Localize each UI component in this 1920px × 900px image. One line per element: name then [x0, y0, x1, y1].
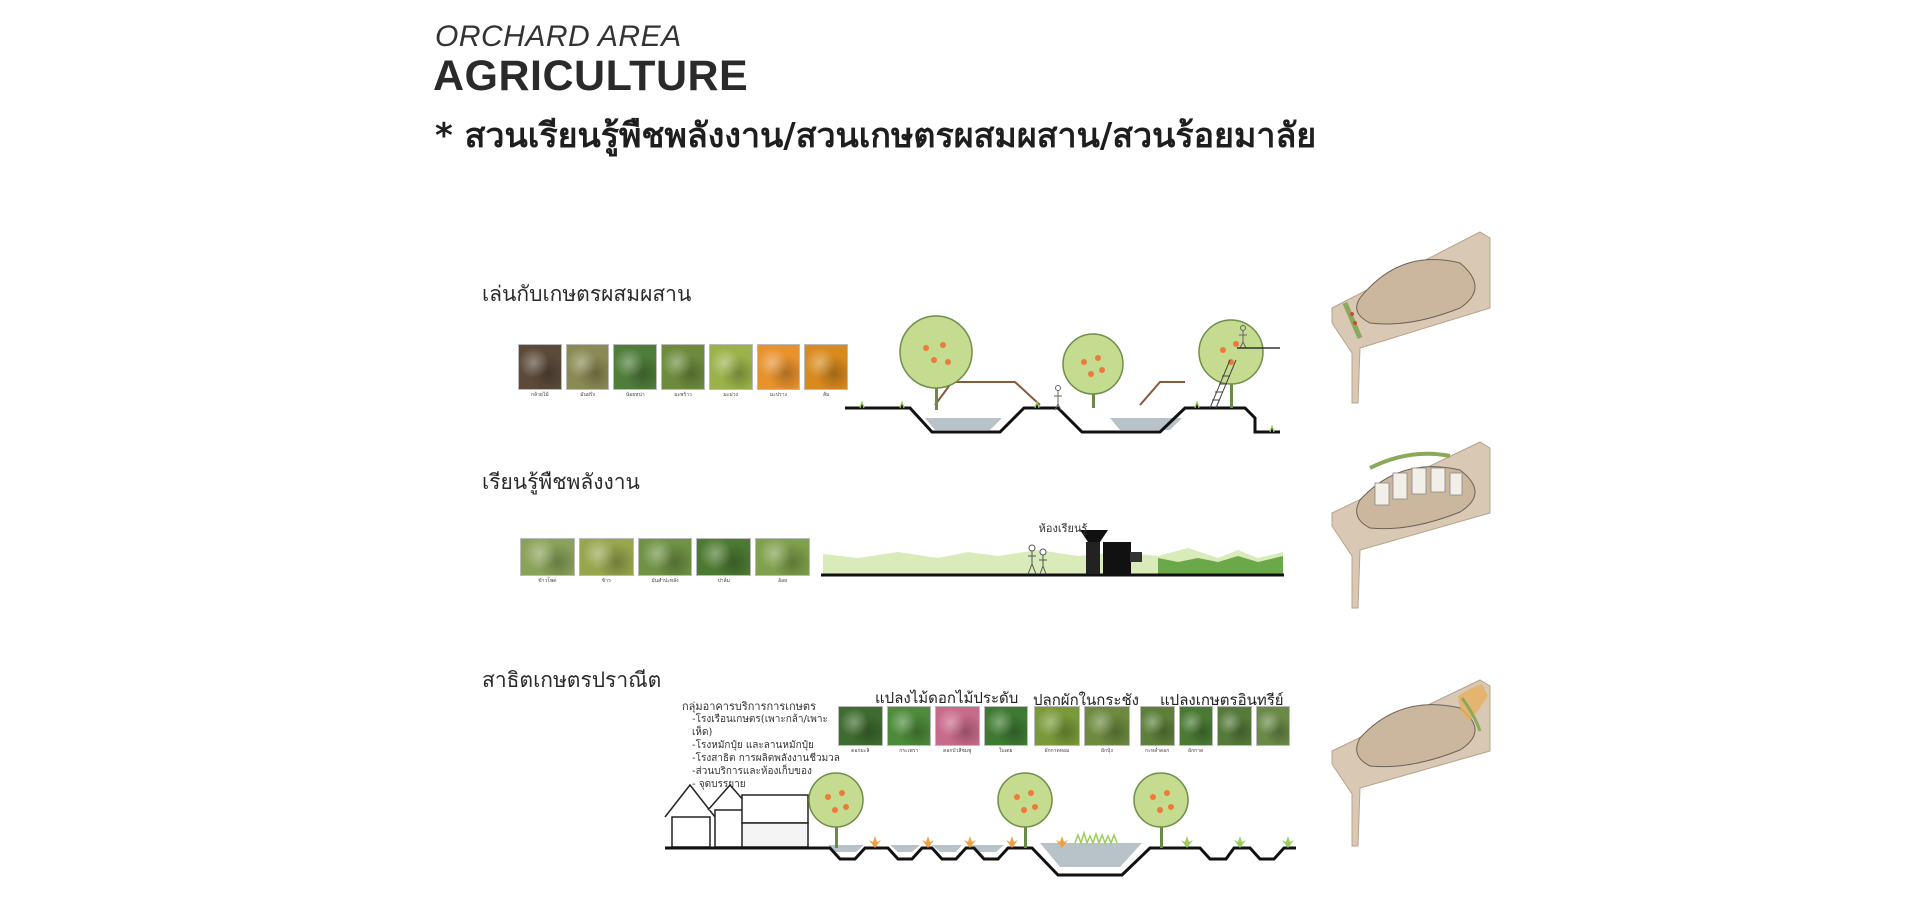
highlight-zone — [1369, 451, 1451, 470]
plant-photo — [1217, 706, 1252, 746]
highlight-zone — [1458, 684, 1488, 721]
vegetable-shrubs — [1181, 836, 1294, 848]
tree — [899, 315, 973, 410]
plant-photo: ผักกาดหอม — [1034, 706, 1080, 754]
grass-field-dark — [1158, 556, 1283, 574]
learning-room-label: ห้องเรียนรู้ — [1039, 522, 1088, 535]
cage-vegetable-photos: ผักกาดหอม ผักบุ้ง — [1034, 706, 1130, 754]
plant-caption: ดอกบัวสีชมพู — [943, 748, 972, 754]
plant-caption: ส้ม — [822, 392, 830, 398]
ditch-water — [828, 845, 1004, 852]
pond-water — [1040, 843, 1142, 867]
plant-caption: กะหล่ำดอก — [1145, 748, 1170, 754]
person-figure — [1239, 325, 1247, 349]
facility-heading: กลุ่มอาคารบริการการเกษตร — [682, 700, 816, 713]
facility-item: -ส่วนบริการและห้องเก็บของ — [692, 766, 812, 777]
plant-photo: อ้อย — [755, 538, 810, 584]
group-label-cage-vegetables: ปลูกผักในกระชัง — [1033, 691, 1139, 709]
page-title: AGRICULTURE — [433, 52, 749, 100]
plant-photo: มะม่วง — [708, 344, 753, 398]
grass — [859, 400, 1275, 433]
plant-photo: กะหล่ำดอก — [1140, 706, 1175, 754]
group-label-organic: แปลงเกษตรอินทรีย์ — [1160, 691, 1284, 709]
flower-shrubs — [869, 836, 1068, 848]
site-plan-loop — [1356, 259, 1476, 325]
ornamental-photos: ดอกมะลิ กระเพรา ดอกบัวสีชมพู ใบเตย — [838, 706, 1028, 754]
facility-item: -โรงหมักปุ๋ย และลานหมักปุ๋ย — [692, 740, 814, 751]
section-2-label: เรียนรู้พืชพลังงาน — [482, 470, 640, 494]
section-2-cross-section: ห้องเรียนรู้ — [821, 522, 1284, 577]
plant-caption: ผักกาดหอม — [1044, 748, 1070, 754]
plant-photo — [1255, 706, 1290, 746]
group-label-ornamental: แปลงไม้ดอกไม้ประดับ — [875, 689, 1019, 707]
plant-caption: ปาล์ม — [717, 578, 730, 584]
plant-photo: มันฝรั่ง — [565, 344, 610, 398]
plant-caption: มะม่วง — [723, 392, 738, 398]
subtitle: ORCHARD AREA — [435, 20, 682, 53]
plant-photo: ดอกบัวสีชมพู — [935, 706, 980, 754]
thai-title: * สวนเรียนรู้พืชพลังงาน/สวนเกษตรผสมผสาน/… — [435, 116, 1317, 156]
facility-item: -โรงสาธิต การผลิตพลังงานชีวมวล — [692, 753, 840, 764]
tree — [1198, 319, 1264, 408]
plant-caption: น้อยหน่า — [625, 392, 645, 398]
plant-photo: กระเพรา — [886, 706, 931, 754]
pond-grass — [1074, 830, 1118, 846]
section-3-label: สาธิตเกษตรปราณีต — [482, 668, 662, 692]
plant-photo: ผักกาด — [1178, 706, 1213, 754]
section-1-cross-section — [845, 315, 1280, 434]
plant-photo: มันสำปะหลัง — [637, 538, 693, 584]
plant-caption: มะปราง — [769, 392, 787, 398]
plant-photo: มะปราง — [756, 344, 801, 398]
person-figure — [1054, 385, 1062, 411]
section-1-photos: กล้วยไม้ มันฝรั่ง น้อยหน่า มะพร้าว มะม่วง มะป… — [518, 344, 848, 398]
site-plan-3 — [1331, 679, 1491, 847]
plant-photo: ข้าว — [578, 538, 634, 584]
ground-line — [665, 846, 1296, 877]
facility-item: -โรงเรือนเกษตร(เพาะกล้า/เพาะเห็ด) — [692, 714, 828, 738]
plant-photo: ข้าวโพด — [520, 538, 575, 584]
plant-photo: น้อยหน่า — [613, 344, 658, 398]
plant-photo: ปาล์ม — [696, 538, 752, 584]
plant-photo: มะพร้าว — [661, 344, 705, 398]
tree — [1133, 772, 1189, 848]
plant-caption: ผักบุ้ง — [1101, 748, 1113, 754]
organic-photos: กะหล่ำดอก ผักกาด — [1140, 706, 1290, 754]
plant-caption: ข้าว — [601, 578, 611, 584]
tree — [997, 772, 1053, 848]
stair — [1209, 359, 1237, 409]
service-buildings — [664, 783, 809, 848]
site-plan-loop — [1356, 704, 1476, 768]
plant-caption: กระเพรา — [899, 748, 919, 754]
highlight-zone — [1342, 302, 1363, 339]
path-line — [934, 381, 1185, 406]
plant-caption: ข้าวโพด — [538, 578, 557, 584]
plant-caption: กล้วยไม้ — [531, 392, 549, 398]
tree — [808, 772, 864, 848]
section-2-photos: ข้าวโพด ข้าว มันสำปะหลัง ปาล์ม อ้อย — [520, 538, 810, 584]
section-1-label: เล่นกับเกษตรผสมผสาน — [482, 282, 692, 306]
person-figure — [1027, 544, 1047, 575]
facility-list: กลุ่มอาคารบริการการเกษตร -โรงเรือนเกษตร(… — [682, 700, 842, 791]
plant-caption: ผักกาด — [1188, 748, 1204, 754]
plant-photo: ดอกมะลิ — [838, 706, 883, 754]
section-3-cross-section — [664, 772, 1296, 877]
site-plan-1 — [1331, 231, 1491, 404]
plant-caption: ดอกมะลิ — [851, 748, 870, 754]
plant-caption: อ้อย — [778, 578, 788, 584]
facility-item: - จุดบรรยาย — [692, 779, 746, 790]
ground-line — [845, 406, 1280, 434]
plant-caption: มะพร้าว — [674, 392, 692, 398]
plant-photo: ใบเตย — [983, 706, 1028, 754]
plant-caption: มันฝรั่ง — [580, 392, 595, 398]
site-plan-2 — [1331, 441, 1491, 609]
plant-caption: มันสำปะหลัง — [651, 578, 679, 584]
plant-photo: ผักบุ้ง — [1084, 706, 1130, 754]
site-plan-buildings — [1374, 467, 1463, 506]
plant-photo: กล้วยไม้ — [518, 344, 562, 398]
plant-caption: ใบเตย — [998, 748, 1013, 754]
plant-photo: ส้ม — [804, 344, 848, 398]
learning-room-building — [1080, 530, 1142, 574]
pond-water — [925, 418, 1002, 430]
tree — [1062, 333, 1124, 408]
